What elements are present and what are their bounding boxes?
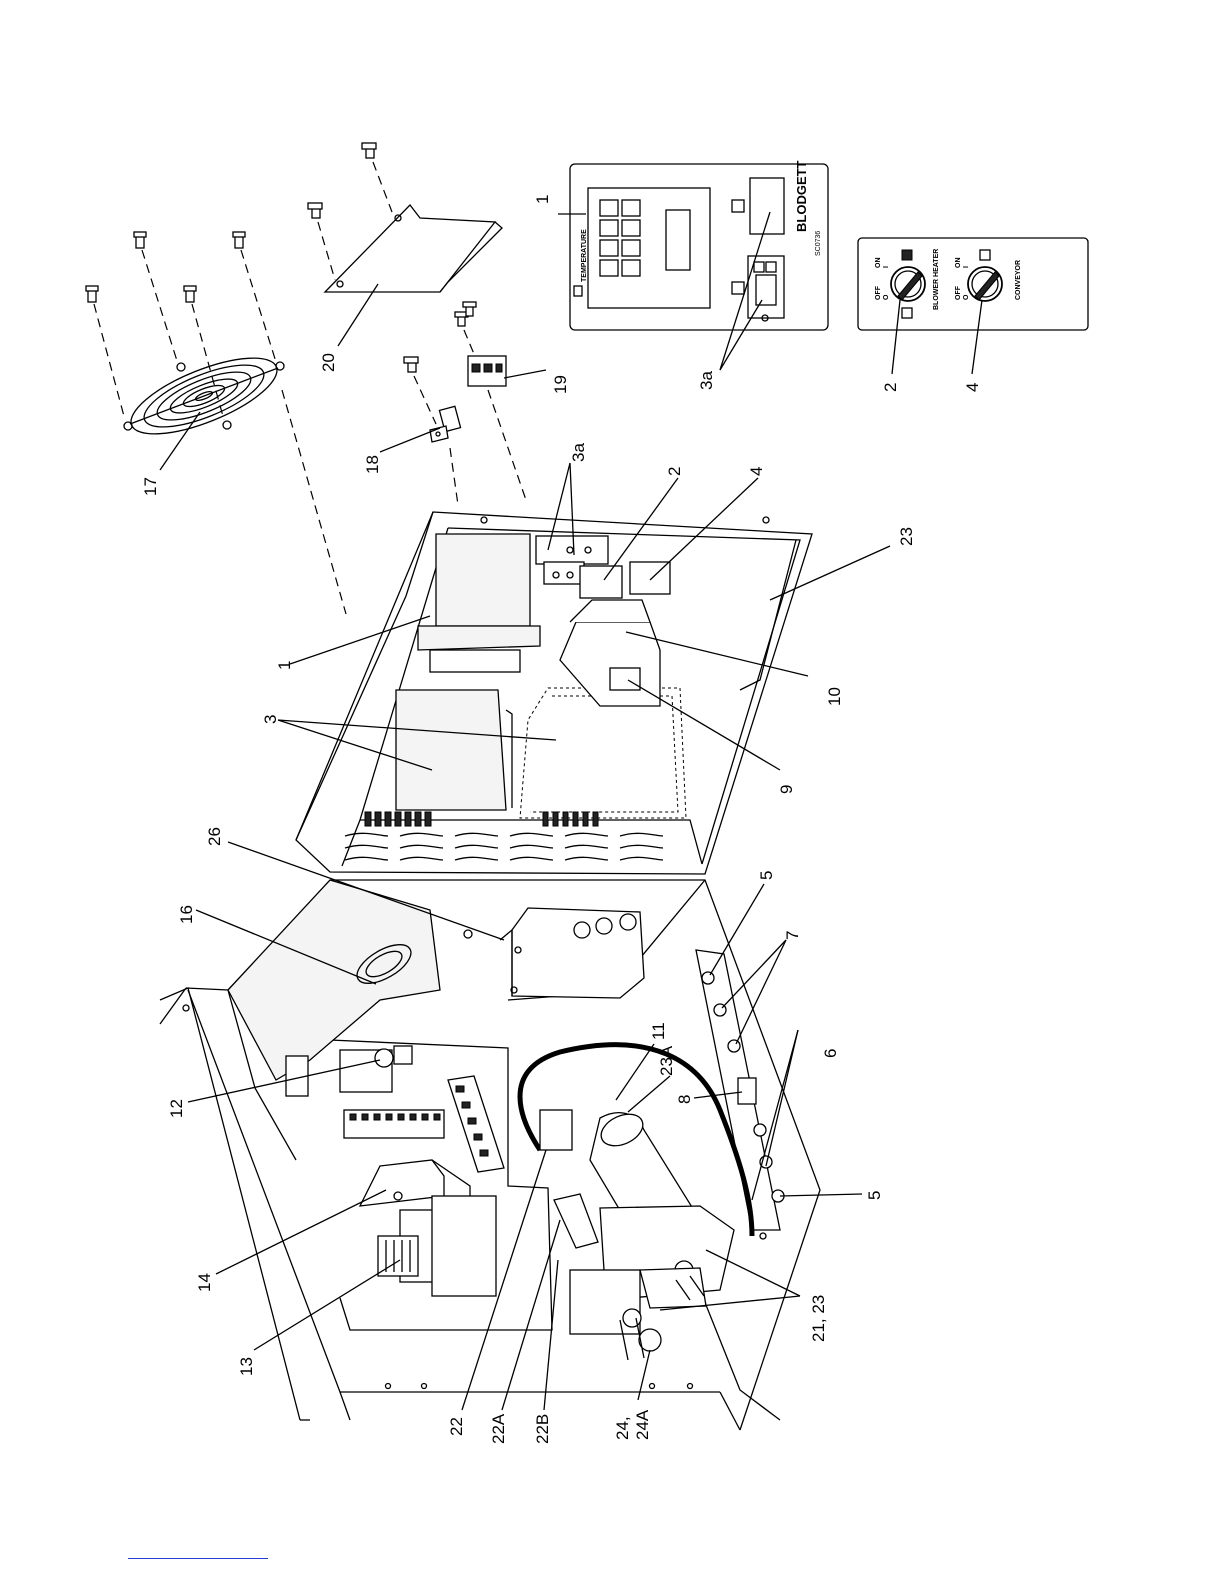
terminal-block-right bbox=[448, 1076, 504, 1172]
on-label-2: ON bbox=[955, 258, 962, 269]
cover-plate-20 bbox=[308, 143, 502, 292]
off-label-2: OFF bbox=[955, 285, 962, 300]
label-24A: 24A bbox=[633, 1409, 652, 1440]
control-cabinet bbox=[296, 512, 812, 874]
label-13: 13 bbox=[237, 1357, 256, 1376]
label-7: 7 bbox=[783, 931, 802, 940]
label-2-panel: 2 bbox=[881, 383, 900, 392]
blower-heater-label: BLOWER HEATER bbox=[933, 249, 940, 310]
label-18: 18 bbox=[363, 455, 382, 474]
on-mark-2: I bbox=[963, 266, 970, 268]
label-3: 3 bbox=[261, 715, 280, 724]
label-4-panel: 4 bbox=[963, 383, 982, 392]
control-panel: TEMPERATURE BLODGETT SC0736 bbox=[570, 160, 828, 330]
label-1-controller: 1 bbox=[275, 661, 294, 670]
label-17: 17 bbox=[141, 477, 160, 496]
off-mark-1: O bbox=[883, 294, 890, 300]
label-5-top: 5 bbox=[757, 871, 776, 880]
label-24: 24, bbox=[613, 1416, 632, 1440]
label-23: 23 bbox=[897, 527, 916, 546]
label-22: 22 bbox=[447, 1417, 466, 1436]
label-23A: 23A bbox=[657, 1045, 676, 1076]
footer-link-rule bbox=[128, 1558, 268, 1559]
screws-fan-guard bbox=[86, 232, 276, 420]
label-11: 11 bbox=[649, 1022, 668, 1040]
label-26: 26 bbox=[205, 827, 224, 846]
label-21-23: 21, 23 bbox=[809, 1295, 828, 1342]
label-12: 12 bbox=[167, 1099, 186, 1118]
fan-guard-17 bbox=[122, 343, 286, 450]
label-2-inside: 2 bbox=[665, 467, 684, 476]
label-10: 10 bbox=[825, 687, 844, 706]
on-mark-1: I bbox=[883, 266, 890, 268]
label-1-panel: 1 bbox=[533, 195, 552, 204]
on-label-1: ON bbox=[875, 258, 882, 269]
terminal-block-left bbox=[344, 1110, 444, 1138]
label-5-bottom: 5 bbox=[865, 1191, 884, 1200]
relay-19 bbox=[455, 302, 526, 500]
terminal-strip-3 bbox=[365, 812, 431, 826]
brand-label: BLODGETT bbox=[794, 160, 809, 232]
label-22A: 22A bbox=[489, 1413, 508, 1444]
off-label-1: OFF bbox=[875, 285, 882, 300]
model-label: SC0736 bbox=[815, 231, 822, 256]
label-6: 6 bbox=[821, 1049, 840, 1058]
label-8: 8 bbox=[675, 1095, 694, 1104]
label-3a-inside: 3a bbox=[569, 443, 588, 462]
label-16: 16 bbox=[177, 905, 196, 924]
label-22B: 22B bbox=[533, 1414, 552, 1444]
label-4-inside: 4 bbox=[747, 467, 766, 476]
temperature-label: TEMPERATURE bbox=[581, 229, 588, 282]
label-3a-panel: 3a bbox=[697, 371, 716, 390]
off-mark-2: O bbox=[963, 294, 970, 300]
label-19: 19 bbox=[551, 375, 570, 394]
label-14: 14 bbox=[195, 1273, 214, 1292]
switch-panel: BLOWER HEATER CONVEYOR ON OFF I O ON OFF… bbox=[858, 238, 1088, 330]
label-9: 9 bbox=[777, 785, 796, 794]
label-20: 20 bbox=[319, 353, 338, 372]
conveyor-label: CONVEYOR bbox=[1015, 260, 1022, 300]
